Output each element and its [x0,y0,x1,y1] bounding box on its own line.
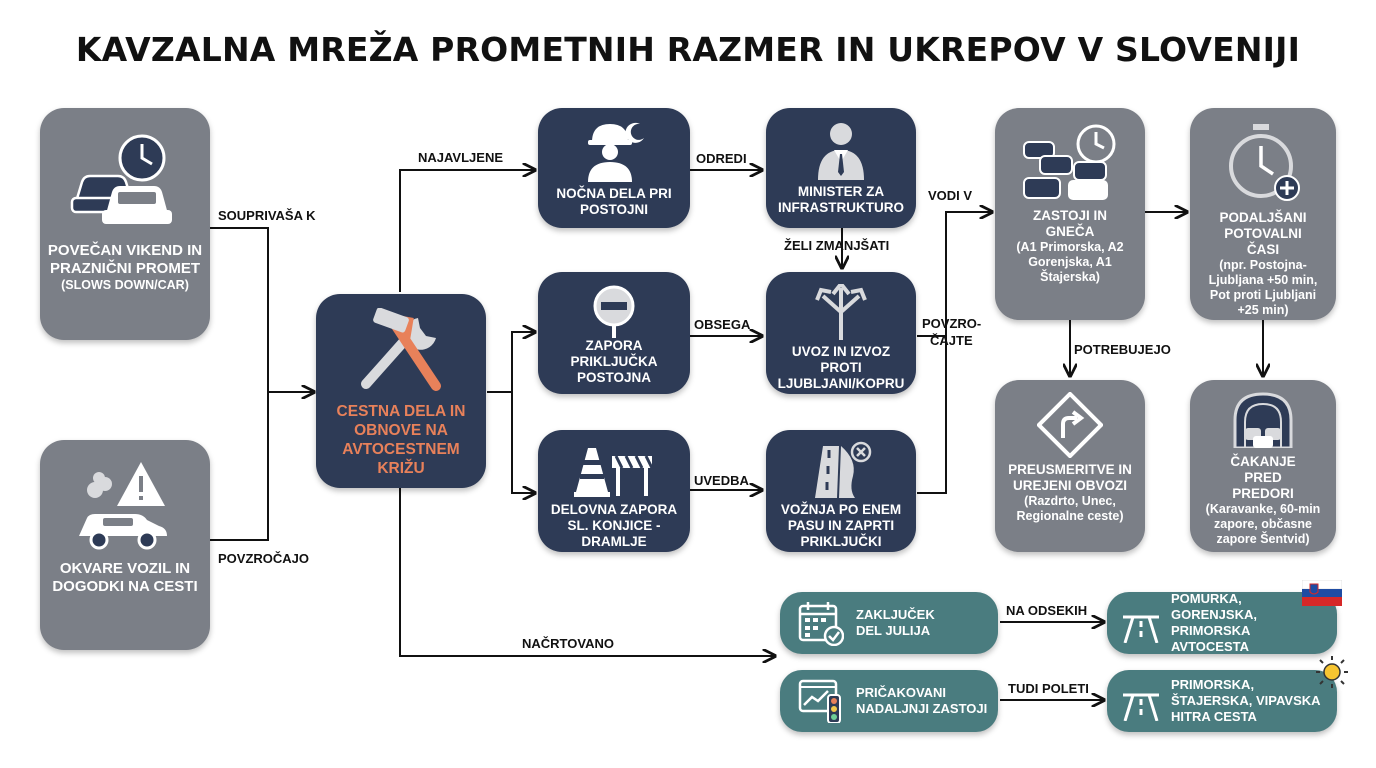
slovenia-flag-icon [1302,580,1342,606]
node-junction-label: UVOZ IN IZVOZ PROTI LJUBLJANI/KOPRU [777,344,905,391]
label-souprivasa: SOUPRIVAŠA K [218,208,316,223]
label-vodi: VODI V [928,188,973,203]
worker-moon-icon [588,122,644,182]
node-detours-label: PREUSMERITVE IN UREJENI OBVOZI [1008,462,1132,493]
link-nacrtovano [399,488,775,656]
label-poleti: TUDI POLETI [1008,681,1089,696]
node-jams: ZASTOJI IN GNEČA (A1 Primorska, A2 Goren… [995,108,1145,320]
no-entry-icon [593,285,635,338]
label-povzrocajte-1: POVZRO- [922,316,982,331]
node-single-lane-label: VOŽNJA PO ENEM PASU IN ZAPRTI PRIKLJUČKI [780,502,902,549]
label-povzrocajte-2: ČAJTE [930,333,973,348]
node-detours: PREUSMERITVE IN UREJENI OBVOZI (Razdrto,… [995,380,1145,552]
calendar-check-icon [798,602,844,646]
node-night-works-label: NOČNA DELA PRI POSTOJNI [556,186,672,217]
node-single-lane: VOŽNJA PO ENEM PASU IN ZAPRTI PRIKLJUČKI [766,430,916,552]
node-weekend-label: POVEČAN VIKEND IN PRAZNIČNI PROMET [47,242,203,277]
label-najavljene: NAJAVLJENE [418,150,504,165]
node-work-zone: DELOVNA ZAPORA SL. KONJICE - DRAMLJE [538,430,690,552]
node-travel-times-label: PODALJŠANI POTOVALNI ČASI [1219,210,1307,257]
highway-icon [1123,615,1159,643]
pill-end-july-label: ZAKLJUČEK DEL JULIJA [856,607,935,638]
pill-sections-2-label: PRIMORSKA, ŠTAJERSKA, VIPAVSKA HITRA CES… [1171,677,1321,724]
page-title: KAVZALNA MREŽA PROMETNIH RAZMER IN UKREP… [75,30,1301,69]
node-jams-sub: (A1 Primorska, A2 Gorenjska, A1 Štajersk… [1016,240,1124,284]
node-roadworks-label: CESTNA DELA IN OBNOVE NA AVTOCESTNEM KRI… [336,403,466,477]
label-potrebujejo: POTREBUJEJO [1074,342,1171,357]
businessman-icon [818,123,864,180]
node-minister: MINISTER ZA INFRASTRUKTURO [766,108,916,228]
node-weekend-traffic: POVEČAN VIKEND IN PRAZNIČNI PROMET (SLOW… [40,108,210,340]
cone-barrier-icon [574,448,654,497]
label-zeli: ŽELI ZMANJŠATI [784,238,890,253]
sun-icon [1316,656,1348,688]
hammer-wrench-icon [361,308,441,391]
node-travel-times: PODALJŠANI POTOVALNI ČASI (npr. Postojna… [1190,108,1336,320]
node-tunnels-label: ČAKANJE PRED PREDORI [1230,454,1296,501]
pill-expected-jams: PRIČAKOVANI NADALJNJI ZASTOJI [780,670,998,732]
node-work-zone-label: DELOVNA ZAPORA SL. KONJICE - DRAMLJE [550,502,678,549]
node-minister-label: MINISTER ZA INFRASTRUKTURO [778,184,904,215]
node-tunnels: ČAKANJE PRED PREDORI (Karavanke, 60-min … [1190,380,1336,552]
node-roadworks: CESTNA DELA IN OBNOVE NA AVTOCESTNEM KRI… [316,294,486,488]
pill-expected-label: PRIČAKOVANI NADALJNJI ZASTOJI [856,685,988,716]
pill-sections-1: POMURKA, GORENJSKA, PRIMORSKA AVTOCESTA [1107,591,1337,654]
node-travel-times-sub: (npr. Postojna-Ljubljana +50 min, Pot pr… [1208,258,1318,317]
link-povzrocajte [917,336,947,494]
node-breakdowns: OKVARE VOZIL IN DOGODKI NA CESTI [40,440,210,650]
link-najavljene [399,170,535,292]
stopwatch-plus-icon [1229,124,1300,201]
label-odredi: ODREDI [696,151,747,166]
cars-clock-icon [70,134,172,224]
node-junction: UVOZ IN IZVOZ PROTI LJUBLJANI/KOPRU [766,272,916,394]
link-vodi [917,212,992,337]
link-to-closure [487,332,535,393]
node-detours-sub: (Razdrto, Unec, Regionalne ceste) [1016,494,1124,523]
label-odsekih: NA ODSEKIH [1006,603,1088,618]
link-to-workzone [511,392,535,493]
pill-sections-1-label: POMURKA, GORENJSKA, PRIMORSKA AVTOCESTA [1171,591,1257,654]
node-jams-label: ZASTOJI IN GNEČA [1032,208,1107,239]
traffic-jam-clock-icon [1023,124,1116,200]
label-obsega: OBSEGA [694,317,751,332]
highway-icon [1123,693,1159,721]
node-closure-label: ZAPORA PRIKLJUČKA POSTOJNA [570,338,658,385]
broken-car-warning-icon [79,462,167,550]
node-breakdowns-label: OKVARE VOZIL IN DOGODKI NA CESTI [52,560,198,595]
pill-sections-2: PRIMORSKA, ŠTAJERSKA, VIPAVSKA HITRA CES… [1107,670,1337,732]
node-closure-postojna: ZAPORA PRIKLJUČKA POSTOJNA [538,272,690,394]
split-arrows-icon [815,284,867,340]
link-inputs [210,227,269,541]
lane-closed-icon [815,441,872,498]
pill-end-july: ZAKLJUČEK DEL JULIJA [780,592,998,654]
detour-sign-icon [1037,392,1103,458]
label-povzrocajo: POVZROČAJO [218,551,310,566]
tunnel-icon [1233,392,1293,448]
node-night-works: NOČNA DELA PRI POSTOJNI [538,108,690,228]
node-weekend-sub: (SLOWS DOWN/CAR) [61,278,189,292]
label-nacrtovano: NAČRTOVANO [522,636,614,651]
node-tunnels-sub: (Karavanke, 60-min zapore, občasne zapor… [1205,502,1321,546]
label-uvedba: UVEDBA [694,473,749,488]
chart-traffic-light-icon [798,679,841,723]
